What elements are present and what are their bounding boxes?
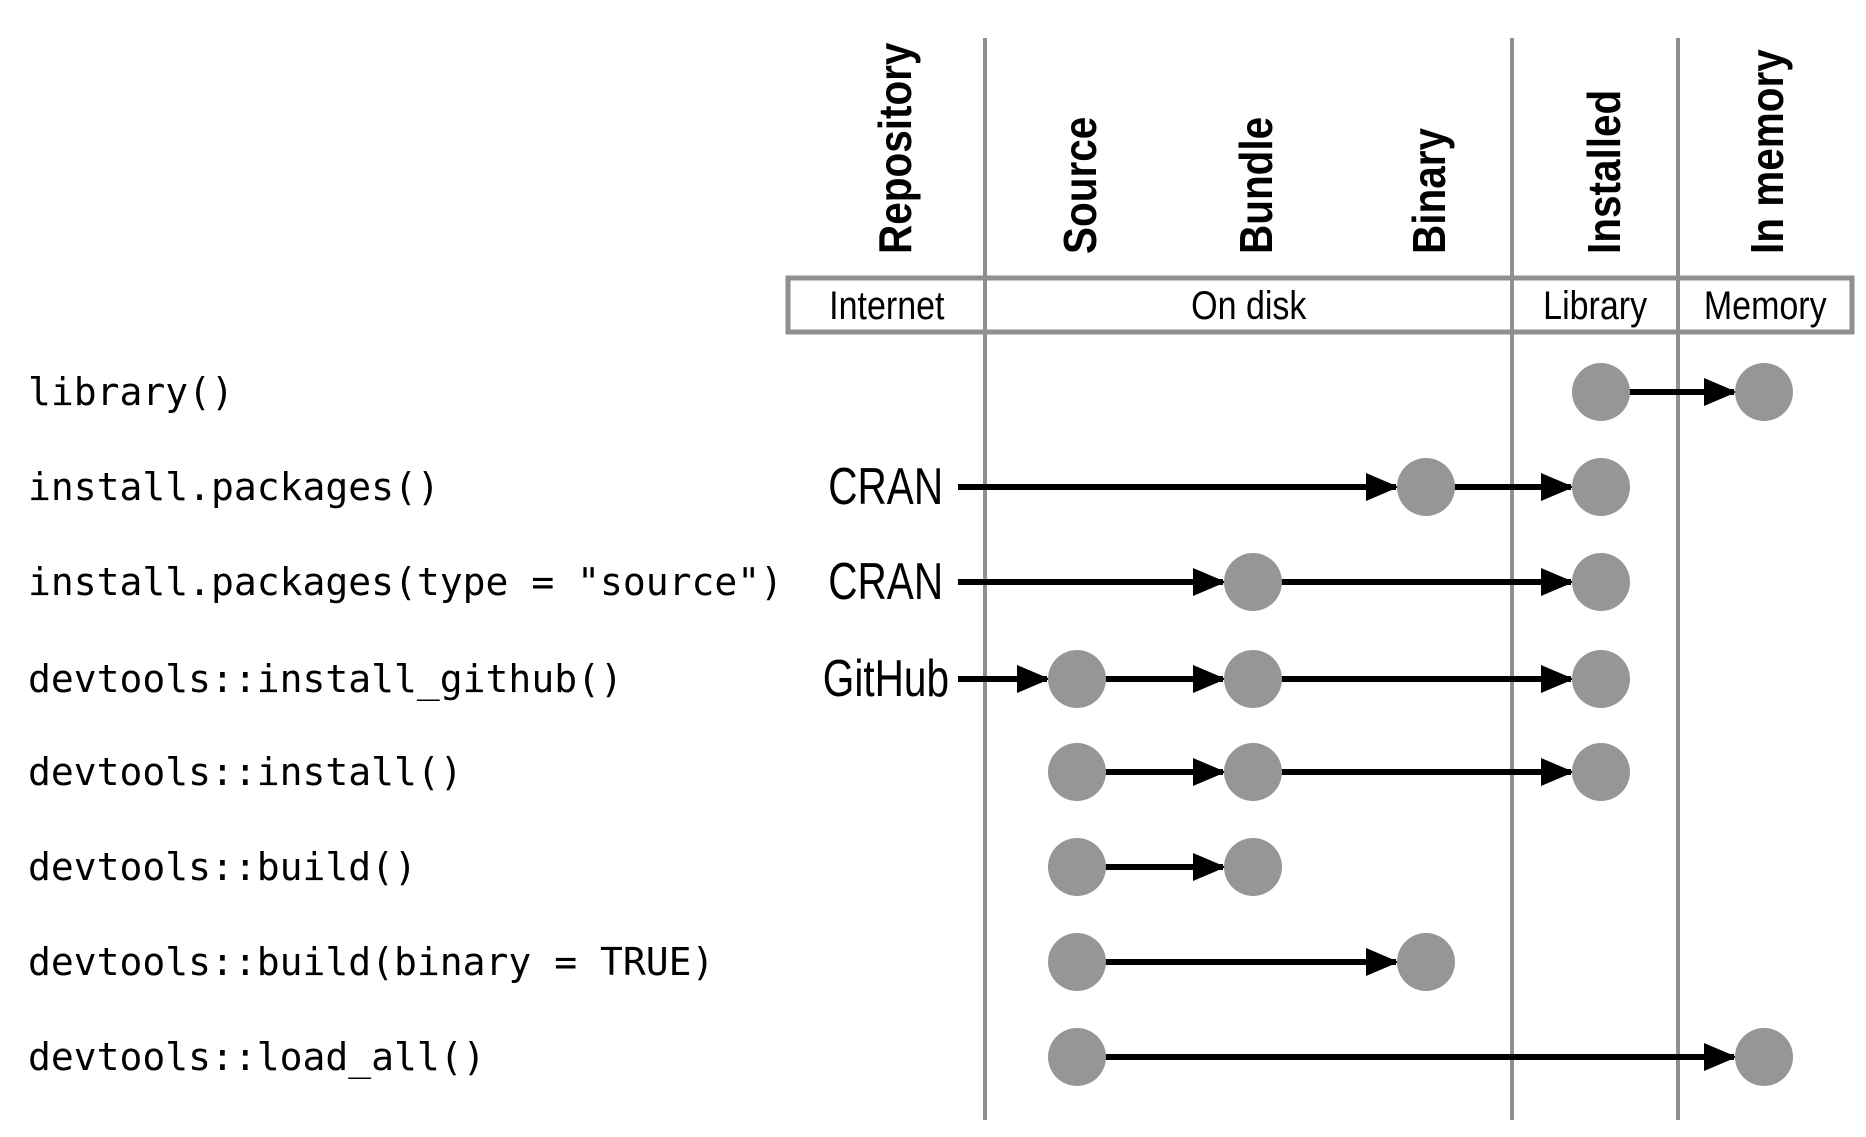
dot-binary (1397, 933, 1455, 991)
function-label: devtools::install_github() (28, 657, 623, 701)
section-label-text-internet: Internet (828, 284, 945, 328)
section-label-text-library: Library (1543, 284, 1647, 328)
dot-installed (1572, 650, 1630, 708)
function-label: devtools::build(binary = TRUE) (28, 940, 715, 984)
column-label-memory: In memory (1741, 49, 1793, 255)
column-label-binary: Binary (1403, 128, 1455, 254)
dot-source (1048, 650, 1106, 708)
repo-label-text: GitHub (822, 650, 950, 708)
dot-installed (1572, 743, 1630, 801)
section-label-text-memory: Memory (1703, 284, 1827, 328)
dot-source (1048, 933, 1106, 991)
column-label-bundle: Bundle (1230, 116, 1282, 254)
column-label-installed: Installed (1578, 89, 1630, 254)
function-label: install.packages() (28, 465, 440, 509)
function-label: devtools::install() (28, 750, 463, 794)
repo-label-cran: CRAN (726, 455, 1046, 519)
dot-bundle (1224, 838, 1282, 896)
function-label: install.packages(type = "source") (28, 560, 783, 604)
function-label: devtools::build() (28, 845, 417, 889)
dot-source (1048, 1028, 1106, 1086)
dot-binary (1397, 458, 1455, 516)
section-label-text-ondisk: On disk (1190, 284, 1307, 328)
section-label-library: Library (1512, 278, 1678, 332)
dot-bundle (1224, 743, 1282, 801)
dot-installed (1572, 458, 1630, 516)
column-label-repository: Repository (869, 42, 921, 254)
repo-label-text: CRAN (828, 458, 944, 516)
repo-label-text: CRAN (828, 553, 944, 611)
section-label-memory: Memory (1678, 278, 1852, 332)
repo-label-cran: CRAN (726, 550, 1046, 614)
section-label-ondisk: On disk (985, 278, 1512, 332)
dot-source (1048, 838, 1106, 896)
dot-installed (1572, 363, 1630, 421)
function-label: devtools::load_all() (28, 1035, 486, 1079)
repo-label-github: GitHub (726, 647, 1046, 711)
dot-bundle (1224, 553, 1282, 611)
dot-memory (1735, 1028, 1793, 1086)
function-label: library() (28, 370, 234, 414)
section-label-internet: Internet (788, 278, 985, 332)
column-label-source: Source (1054, 116, 1106, 254)
dot-installed (1572, 553, 1630, 611)
dot-bundle (1224, 650, 1282, 708)
dot-source (1048, 743, 1106, 801)
dot-memory (1735, 363, 1793, 421)
